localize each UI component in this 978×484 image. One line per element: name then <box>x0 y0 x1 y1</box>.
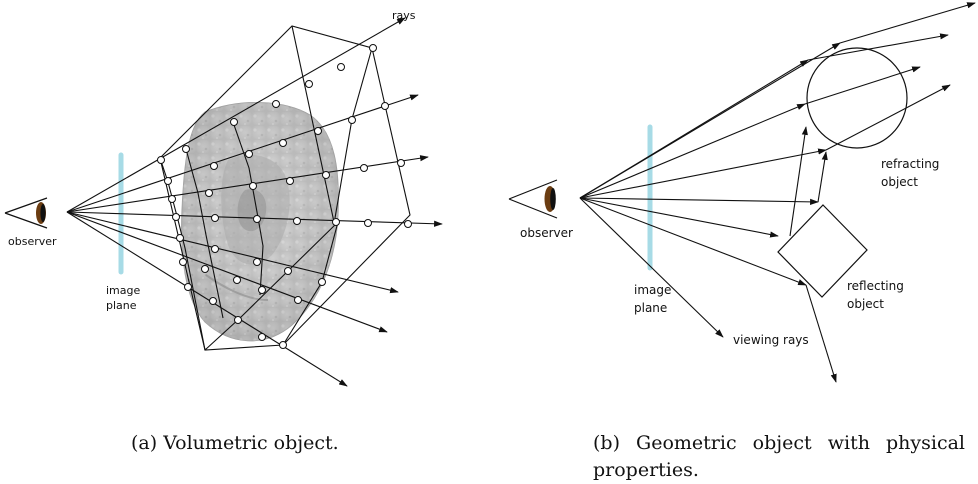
caption-a: (a) Volumetric object. <box>131 432 339 454</box>
refracting-label-line2: object <box>881 175 918 189</box>
sample-points <box>157 44 412 349</box>
observer-eye-icon <box>4 197 48 229</box>
reflecting-object <box>777 204 868 298</box>
image-plane-label-line1: image <box>106 284 140 297</box>
viewing-ray-group <box>579 2 976 383</box>
image-plane-label-line1: image <box>634 283 671 297</box>
observer-eye-icon <box>508 179 558 219</box>
panel-volumetric: rays observer image plane <box>4 9 443 387</box>
viewing-rays-label: viewing rays <box>733 333 809 347</box>
refracting-label-line1: refracting <box>881 157 939 171</box>
panel-geometric: observer image plane refracting object r… <box>508 2 976 383</box>
image-plane-label-line2: plane <box>106 299 137 312</box>
reflecting-label-line1: reflecting <box>847 279 904 293</box>
rays-label: rays <box>392 9 416 22</box>
refracting-object <box>806 47 908 149</box>
image-plane-label-line2: plane <box>634 301 667 315</box>
observer-label: observer <box>520 226 573 240</box>
observer-label: observer <box>8 235 57 248</box>
volumetric-object <box>181 102 339 342</box>
caption-b: (b) Geometric object with physical prope… <box>593 432 965 481</box>
reflecting-label-line2: object <box>847 297 884 311</box>
